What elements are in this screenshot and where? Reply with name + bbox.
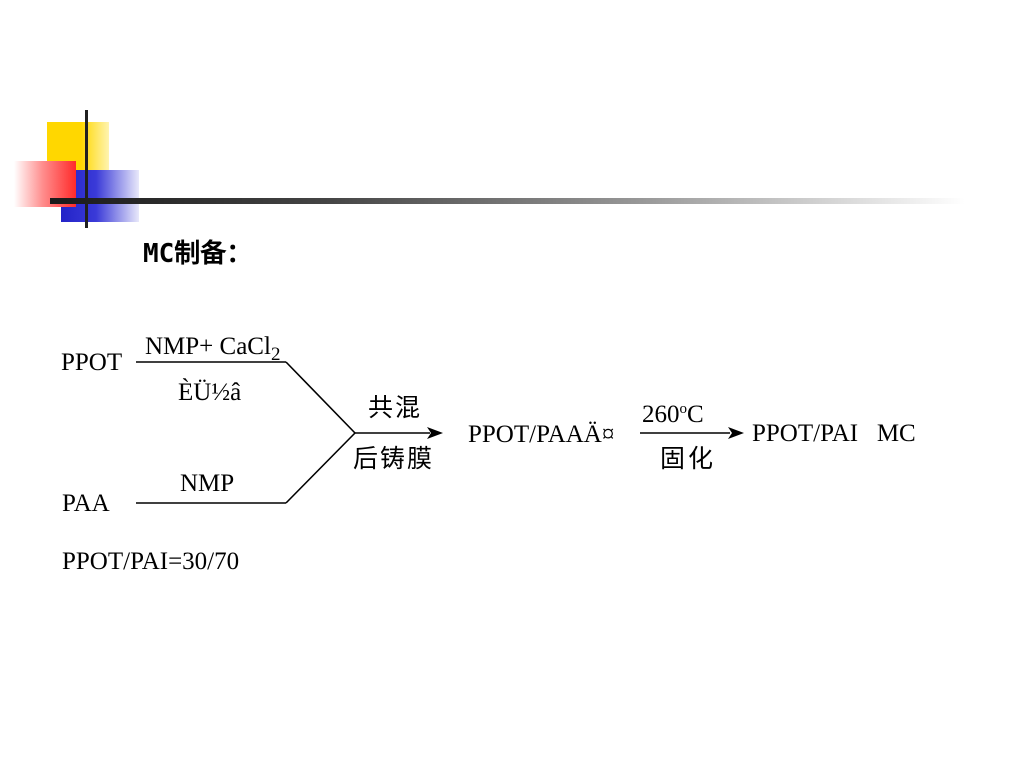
reagent-nmp-cacl2: NMP+ CaCl2 [145, 333, 280, 364]
paa-converge-line [285, 432, 356, 504]
step2-arrowhead [728, 427, 744, 439]
reagent-subscript-2: 2 [270, 344, 281, 365]
step2-label-cure: 固化 [660, 446, 717, 473]
step1-arrowhead [427, 427, 443, 439]
temp-value: 260 [642, 401, 680, 428]
reagent-nmp: NMP [180, 470, 235, 497]
temp-unit: C [687, 401, 704, 428]
ppot-converge-line [285, 361, 356, 434]
reactant-paa: PAA [62, 490, 110, 517]
decor-vertical-line [85, 110, 88, 228]
ratio-note: PPOT/PAI=30/70 [62, 548, 240, 575]
temp-degree: o [679, 401, 688, 417]
reagent-nmp-cacl: NMP+ CaCl [145, 333, 271, 360]
step2-temperature: 260oC [642, 401, 704, 428]
product-ppot-pai-mc: PPOT/PAI MC [752, 420, 916, 447]
condition-garbled: ÈÜ½â [178, 379, 242, 406]
reactant-ppot: PPOT [61, 349, 123, 376]
step1-label-blend: 共混 [368, 395, 423, 422]
decor-horizontal-rule [50, 198, 965, 204]
intermediate-ppot-paa: PPOT/PAAÄ¤ [468, 421, 615, 448]
slide-heading: MC制备： [143, 239, 253, 269]
step1-label-cast-film: 后铸膜 [353, 446, 435, 473]
